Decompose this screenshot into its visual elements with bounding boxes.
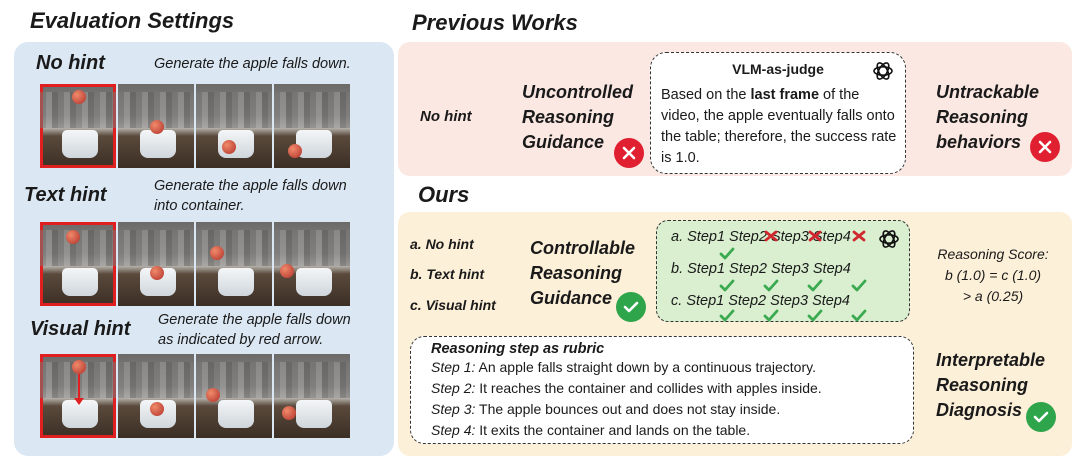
check-badge-icon [1026, 402, 1056, 432]
visual-hint-prompt: Generate the apple falls down as indicat… [158, 312, 351, 348]
vlm-judge-title: VLM-as-judge [732, 61, 824, 77]
video-frame [40, 222, 116, 306]
reasoning-steps-box: a. Step1 Step2 Step3 Step4 b. Step1 Step… [656, 220, 910, 322]
controllable-guidance-label: Controllable Reasoning Guidance [530, 238, 636, 308]
evaluation-settings-title: Evaluation Settings [30, 8, 235, 33]
step-check-icon [719, 309, 735, 322]
step-row-a: a. Step1 Step2 Step3 Step4 [671, 229, 851, 245]
rubric-step-4: Step 4: It exits the container and lands… [431, 422, 751, 438]
video-frame [196, 84, 272, 168]
step-cross-icon [764, 230, 778, 242]
interpretable-diagnosis-label: Interpretable Reasoning Diagnosis [936, 350, 1046, 420]
openai-logo-icon [871, 59, 895, 83]
step-check-icon [763, 279, 779, 292]
ours-hint-c: c. Visual hint [410, 297, 496, 313]
uncontrolled-guidance-label: Uncontrolled Reasoning Guidance [522, 82, 633, 152]
video-frame [274, 222, 350, 306]
step-row-c: c. Step1 Step2 Step3 Step4 [671, 293, 850, 309]
step-cross-icon [852, 230, 866, 242]
step-check-icon [719, 279, 735, 292]
text-hint-title: Text hint [24, 184, 107, 206]
untrackable-behaviors-label: Untrackable Reasoning behaviors [936, 82, 1040, 152]
video-frame [274, 84, 350, 168]
video-frame [118, 84, 194, 168]
rubric-step-1: Step 1: An apple falls straight down by … [431, 359, 816, 375]
video-frame [40, 354, 116, 438]
rubric-title: Reasoning step as rubric [431, 341, 605, 357]
step-check-icon [807, 309, 823, 322]
ours-hint-a: a. No hint [410, 236, 474, 252]
no-hint-prompt: Generate the apple falls down. [154, 56, 351, 72]
text-hint-frames [40, 222, 350, 306]
openai-logo-icon [877, 227, 901, 251]
rubric-step-2: Step 2: It reaches the container and col… [431, 380, 822, 396]
ours-title: Ours [418, 182, 470, 207]
step-check-icon [763, 309, 779, 322]
text-hint-prompt: Generate the apple falls down into conta… [154, 178, 347, 214]
vlm-judge-box: VLM-as-judge Based on the last frame of … [650, 52, 906, 174]
ours-hint-b: b. Text hint [410, 266, 485, 282]
reasoning-score: Reasoning Score: b (1.0) = c (1.0) > a (… [937, 246, 1049, 304]
prev-no-hint-label: No hint [420, 108, 472, 125]
step-cross-icon [808, 230, 822, 242]
step-check-icon [851, 279, 867, 292]
video-frame [118, 354, 194, 438]
cross-badge-icon [1030, 132, 1060, 162]
video-frame [118, 222, 194, 306]
step-row-b: b. Step1 Step2 Step3 Step4 [671, 261, 851, 277]
visual-hint-frames [40, 354, 350, 438]
video-frame [274, 354, 350, 438]
step-check-icon [851, 309, 867, 322]
check-badge-icon [616, 292, 646, 322]
rubric-step-3: Step 3: The apple bounces out and does n… [431, 401, 781, 417]
vlm-judge-text: Based on the last frame of the video, th… [661, 87, 897, 166]
red-arrow-icon [74, 374, 84, 405]
video-frame [196, 354, 272, 438]
video-frame [196, 222, 272, 306]
no-hint-frames [40, 84, 350, 168]
visual-hint-title: Visual hint [30, 318, 131, 340]
no-hint-title: No hint [36, 52, 105, 74]
previous-works-title: Previous Works [412, 10, 578, 35]
cross-badge-icon [614, 138, 644, 168]
rubric-box: Reasoning step as rubric Step 1: An appl… [410, 336, 914, 444]
step-check-icon [807, 279, 823, 292]
step-check-icon [719, 247, 735, 260]
video-frame [40, 84, 116, 168]
